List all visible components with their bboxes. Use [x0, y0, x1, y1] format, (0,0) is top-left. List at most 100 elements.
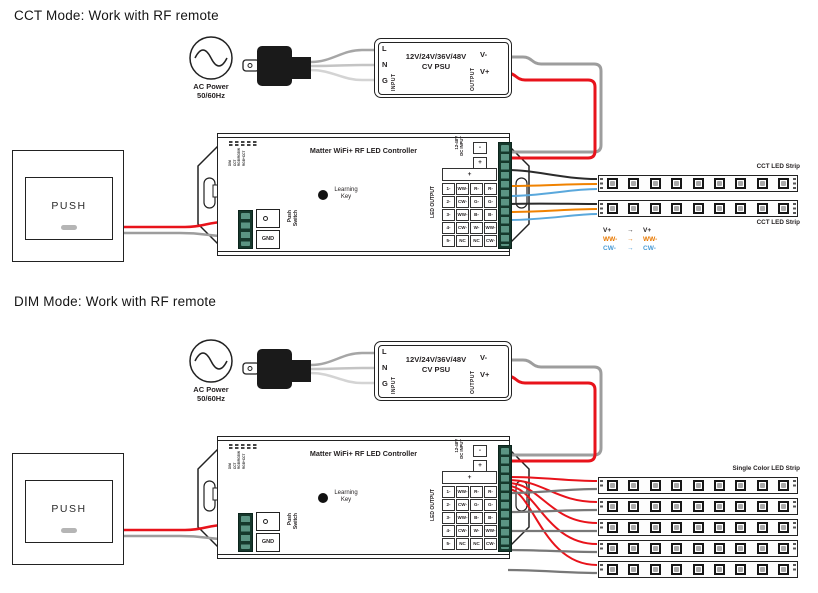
strip-pads-left [600, 564, 603, 573]
output-bus-plus: + [442, 471, 497, 484]
output-cell: 4- [442, 524, 455, 537]
psu-name-line2: CV PSU [421, 61, 451, 71]
strip-pads-left [600, 543, 603, 552]
led-chip [607, 501, 618, 512]
output-row: 2-CW-G-G- [442, 195, 497, 208]
push-switch-label: PUSH [51, 200, 87, 212]
led-chip [628, 522, 640, 533]
led-strip [598, 540, 798, 557]
dc-plus-terminal: + [473, 460, 487, 472]
psu-terminal-n: N [382, 363, 388, 372]
dim-psu-box: L N G INPUT 12V/24V/36V/48V CV PSU OUTPU… [374, 341, 512, 401]
learning-key-label: Learning Key [332, 187, 360, 201]
legend-to: WW- [643, 235, 658, 243]
legend-row-vplus: V+ → V+ [603, 227, 657, 236]
dip-legend: DIM CCT RGB/RGBW RGB+CCT [228, 139, 269, 166]
psu-inner-frame [377, 41, 509, 95]
push-switch-terminal-label: Push Switch [287, 513, 299, 555]
legend-to: CW- [643, 244, 656, 252]
output-bus-plus: + [442, 168, 497, 181]
push-switch-indicator [61, 225, 77, 230]
led-chip [607, 522, 618, 533]
output-row: 3-WW-B-B- [442, 511, 497, 524]
led-chip [756, 522, 768, 533]
led-chip [671, 522, 683, 533]
led-chip [756, 564, 768, 575]
dim-output-wires [507, 476, 598, 575]
cct-ac-power-label: AC Power 50/60Hz [166, 82, 256, 101]
output-cell: WW- [456, 486, 469, 498]
led-chip [649, 522, 661, 533]
push-button-box [256, 512, 280, 531]
cct-strip-label-top: CCT LED Strip [756, 163, 800, 170]
cct-controller-box: DIM CCT RGB/RGBW RGB+CCT Matter WiFi+ RF… [217, 133, 512, 256]
dip-switch-row [229, 447, 259, 449]
led-chip [649, 178, 661, 189]
strip-leds [607, 520, 789, 535]
ac-power-line1: AC Power [193, 385, 229, 394]
dim-ac-symbol [189, 339, 233, 383]
cct-push-switch-panel[interactable]: PUSH [12, 150, 124, 262]
led-chip [692, 501, 704, 512]
psu-name: 12V/24V/36V/48V CV PSU [401, 52, 471, 72]
dip-mode-label: RGB/RGBW [237, 147, 242, 166]
psu-terminal-g: G [382, 76, 388, 85]
led-chip [649, 501, 661, 512]
cct-psu-box: L N G INPUT 12V/24V/36V/48V CV PSU OUTPU… [374, 38, 512, 98]
output-cell: CW- [484, 537, 497, 550]
output-cell: CW- [456, 498, 469, 511]
output-cell: B- [470, 511, 483, 524]
ac-power-line2: 50/60Hz [197, 394, 225, 404]
legend-to: V+ [643, 227, 652, 234]
led-chip [692, 203, 704, 214]
output-cell: NC [470, 234, 483, 247]
strip-pads-left [600, 480, 603, 489]
led-output-label: LED OUTPUT [430, 489, 436, 521]
output-cell: WW- [456, 183, 469, 195]
psu-output-label: OUTPUT [470, 370, 476, 394]
dim-controller-box: DIM CCT RGB/RGBW RGB+CCT Matter WiFi+ RF… [217, 436, 512, 559]
led-chip [671, 178, 683, 189]
learning-key-button[interactable] [318, 493, 328, 503]
led-chip [756, 501, 768, 512]
led-strip [598, 498, 798, 515]
push-switch-face[interactable]: PUSH [25, 177, 113, 240]
push-button-dot-icon [263, 519, 268, 524]
ac-power-line2: 50/60Hz [197, 91, 225, 101]
output-cell: R- [470, 183, 483, 195]
psu-terminal-vminus: V- [480, 353, 488, 362]
led-chip [649, 543, 661, 554]
output-cell: 3- [442, 511, 455, 524]
push-switch-face[interactable]: PUSH [25, 480, 113, 543]
dim-plug-icon [242, 349, 311, 389]
led-chip [671, 480, 683, 491]
led-chip [607, 203, 618, 214]
dip-mode-label: RGB/RGBW [237, 450, 242, 469]
psu-input-label: INPUT [391, 73, 397, 92]
legend-row-ww: WW- → WW- [603, 236, 657, 245]
learning-key-line2: Key [340, 496, 352, 503]
arrow-icon: → [627, 235, 634, 243]
psu-name: 12V/24V/36V/48V CV PSU [401, 355, 471, 375]
led-chip [671, 203, 683, 214]
controller-title: Matter WiFi+ RF LED Controller [309, 146, 418, 155]
cct-ac-symbol [189, 36, 233, 80]
led-output-label: LED OUTPUT [430, 186, 436, 218]
push-switch-terminal-label: Push Switch [287, 210, 299, 252]
led-output-grid: 1-WW-R-R-2-CW-G-G-3-WW-B-B-4-CW-W-WW-5-N… [442, 183, 497, 247]
strip-pads-right [793, 564, 796, 573]
output-cell: WW- [456, 511, 469, 524]
led-chip [692, 480, 704, 491]
output-cell: 3- [442, 208, 455, 221]
led-chip [735, 522, 747, 533]
dim-push-switch-panel[interactable]: PUSH [12, 453, 124, 565]
dim-mounting-flanges [197, 447, 530, 549]
strip-leds [607, 478, 789, 493]
learning-key-button[interactable] [318, 190, 328, 200]
ac-power-line1: AC Power [193, 82, 229, 91]
strip-leds [607, 499, 789, 514]
arrow-icon: → [627, 227, 634, 234]
